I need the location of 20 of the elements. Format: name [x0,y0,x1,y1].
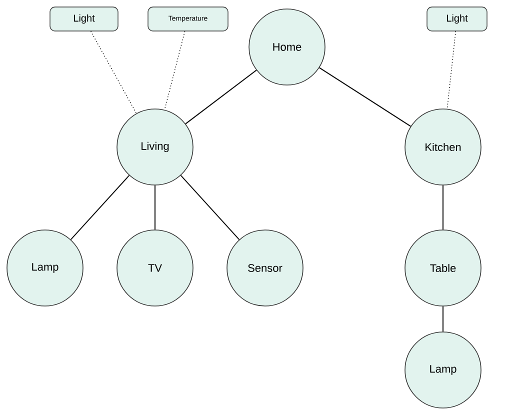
circle-node: Home [248,8,326,86]
circle-node: Lamp [6,230,84,306]
connector-line [180,174,240,240]
connector-line [442,306,444,332]
dotted-line [446,30,456,110]
connector-line [318,67,412,127]
dotted-line [90,30,137,114]
connector-line [70,174,130,240]
dotted-line [164,30,186,110]
circle-node: TV [116,230,194,306]
circle-node: Living [116,108,194,186]
tag-box: Light [426,6,488,32]
connector-line [442,184,444,230]
circle-node: Sensor [226,230,304,306]
circle-node: Table [404,230,482,306]
connector-line [185,70,257,124]
circle-node: Lamp [404,332,482,408]
connector-line [154,184,156,230]
tag-box: Light [50,6,118,32]
circle-node: Kitchen [404,108,482,186]
